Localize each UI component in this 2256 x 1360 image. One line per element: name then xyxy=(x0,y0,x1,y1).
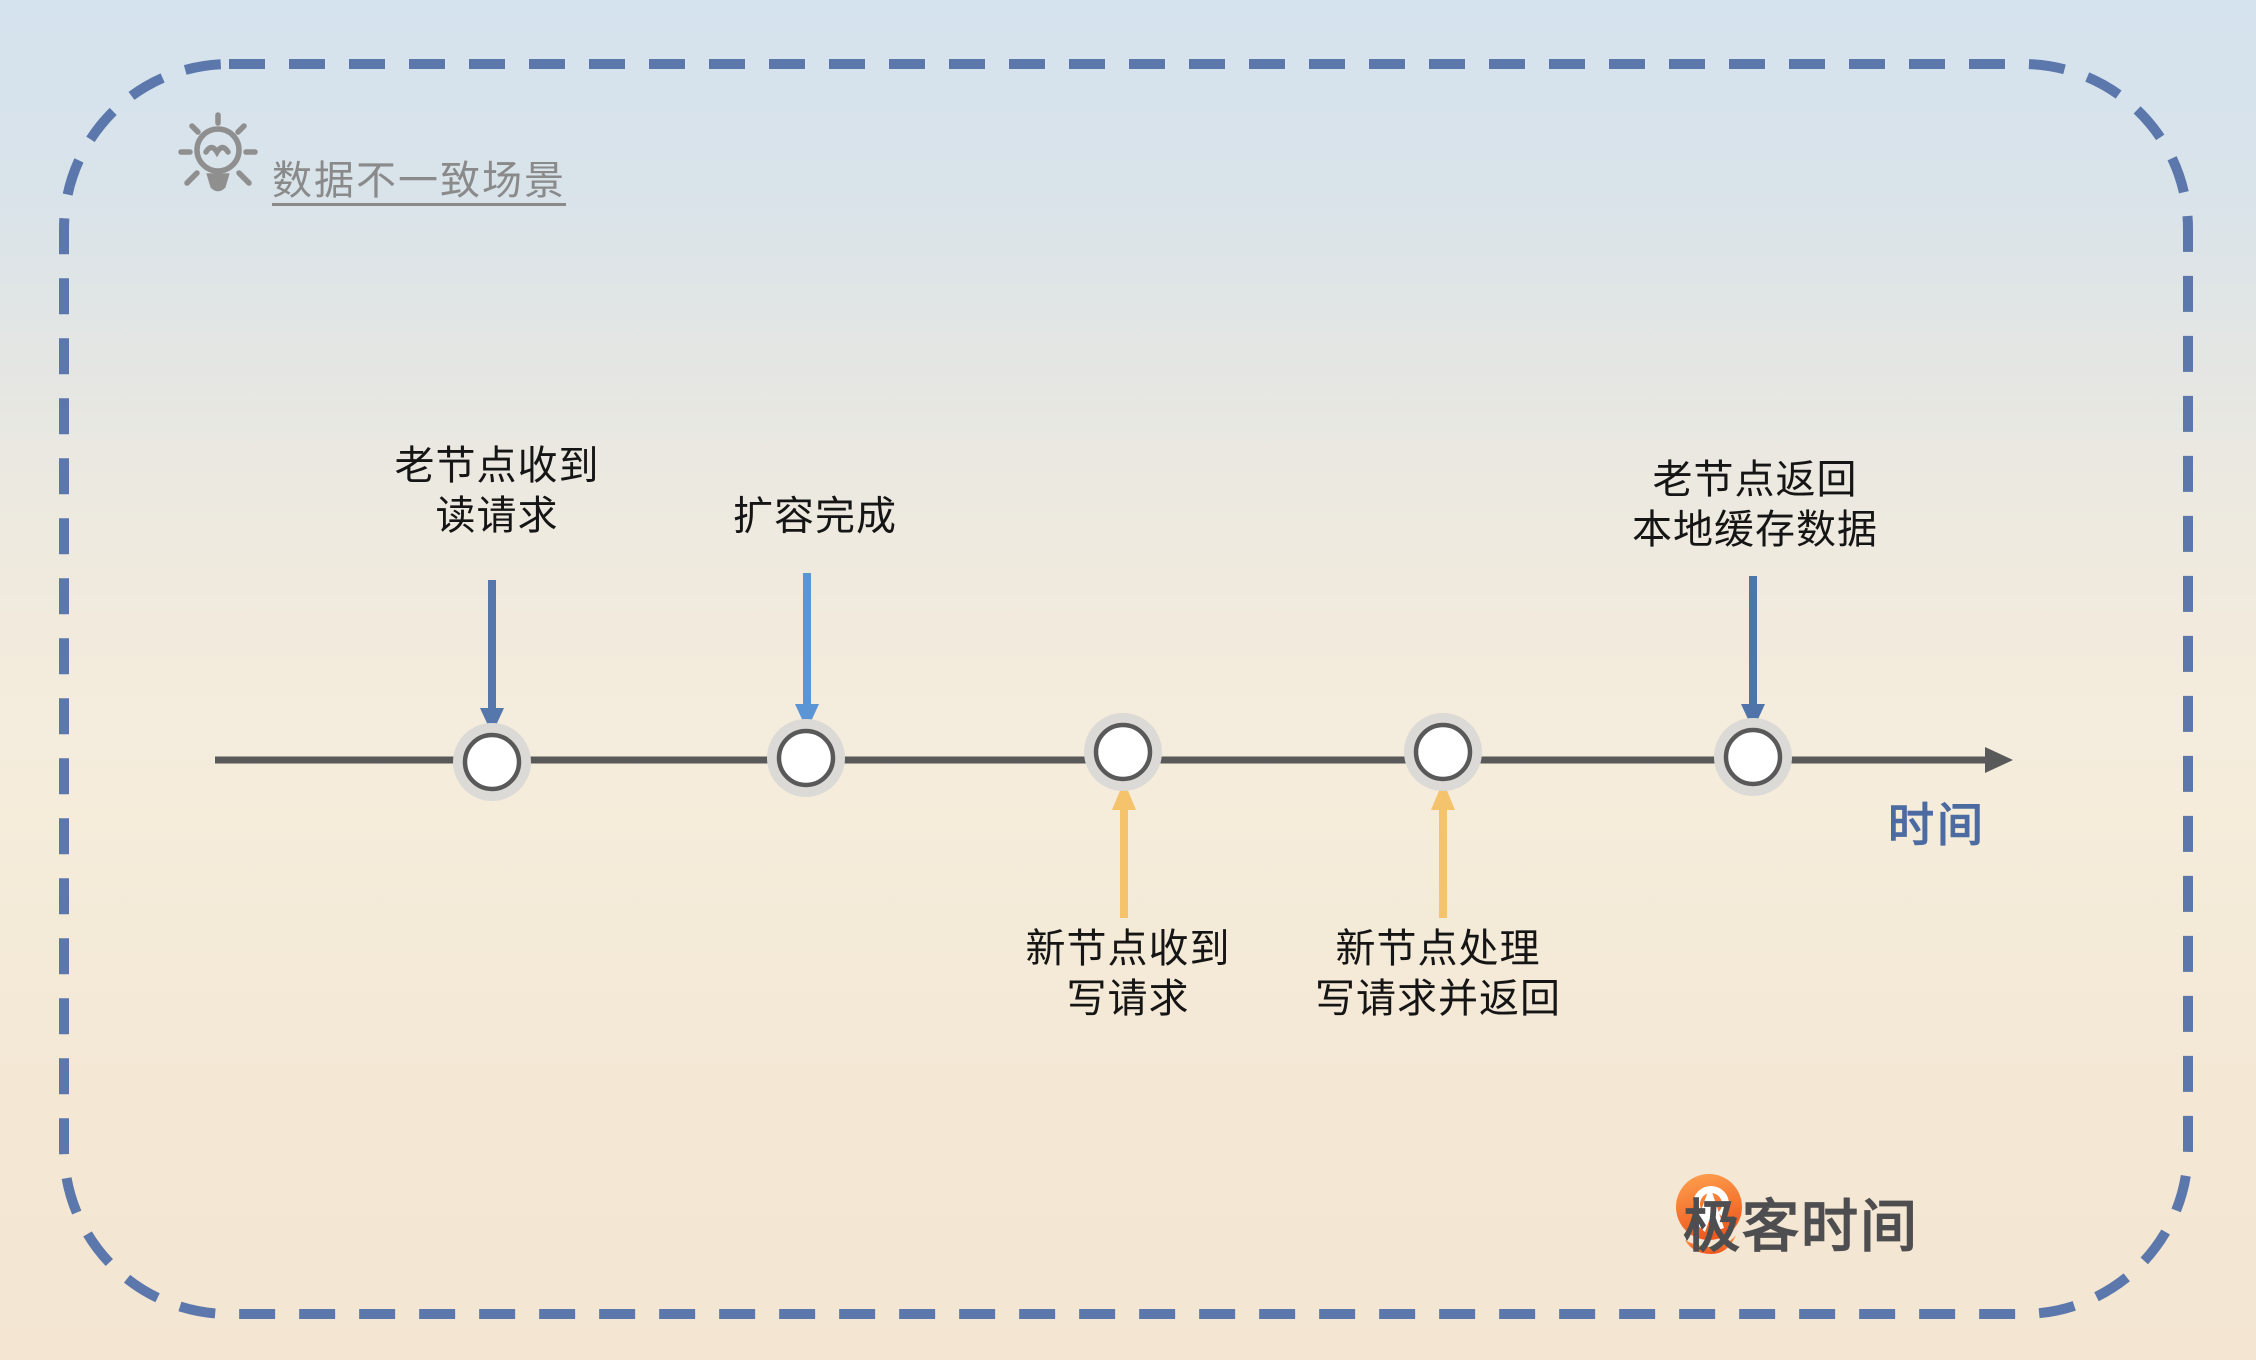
event-label-3: 新节点收到 写请求 xyxy=(1025,927,1231,1022)
event-arrow-1 xyxy=(480,580,504,734)
node-circle xyxy=(776,728,836,788)
arrow-down-icon xyxy=(480,708,504,734)
timeline-arrowhead-icon xyxy=(1985,747,2013,773)
event-arrow-4 xyxy=(1431,781,1455,918)
node-circle xyxy=(1723,727,1783,787)
timeline-node-4 xyxy=(1404,713,1482,791)
geektime-logo: 极客时间 xyxy=(1673,1170,1919,1263)
event-arrow-5 xyxy=(1741,576,1765,730)
arrow-down-icon xyxy=(795,704,819,730)
event-label-4: 新节点处理 写请求并返回 xyxy=(1315,927,1561,1022)
time-axis-label: 时间 xyxy=(1888,799,1986,851)
page-title: 数据不一致场景 xyxy=(272,159,566,203)
dashed-border xyxy=(59,59,2193,1319)
event-label-5: 老节点返回 本地缓存数据 xyxy=(1632,458,1878,553)
arrow-up-icon xyxy=(1112,781,1136,810)
timeline-node-2 xyxy=(767,719,845,797)
event-arrow-3 xyxy=(1112,781,1136,918)
timeline-node-3 xyxy=(1084,713,1162,791)
arrow-up-icon xyxy=(1431,781,1455,810)
timeline-node-1 xyxy=(453,723,531,801)
arrow-down-icon xyxy=(1741,704,1765,730)
geektime-logo-text: 极客时间 xyxy=(1683,1195,1919,1259)
node-circle xyxy=(1413,722,1473,782)
event-arrow-2 xyxy=(795,573,819,730)
event-label-2: 扩容完成 xyxy=(733,494,897,539)
node-circle xyxy=(1093,722,1153,782)
timeline-nodes xyxy=(453,713,1792,801)
node-circle xyxy=(462,732,522,792)
event-label-1: 老节点收到 读请求 xyxy=(394,444,600,539)
lightbulb-icon xyxy=(178,112,258,192)
timeline-node-5 xyxy=(1714,718,1792,796)
geektime-logo-icon xyxy=(1676,1174,1742,1254)
